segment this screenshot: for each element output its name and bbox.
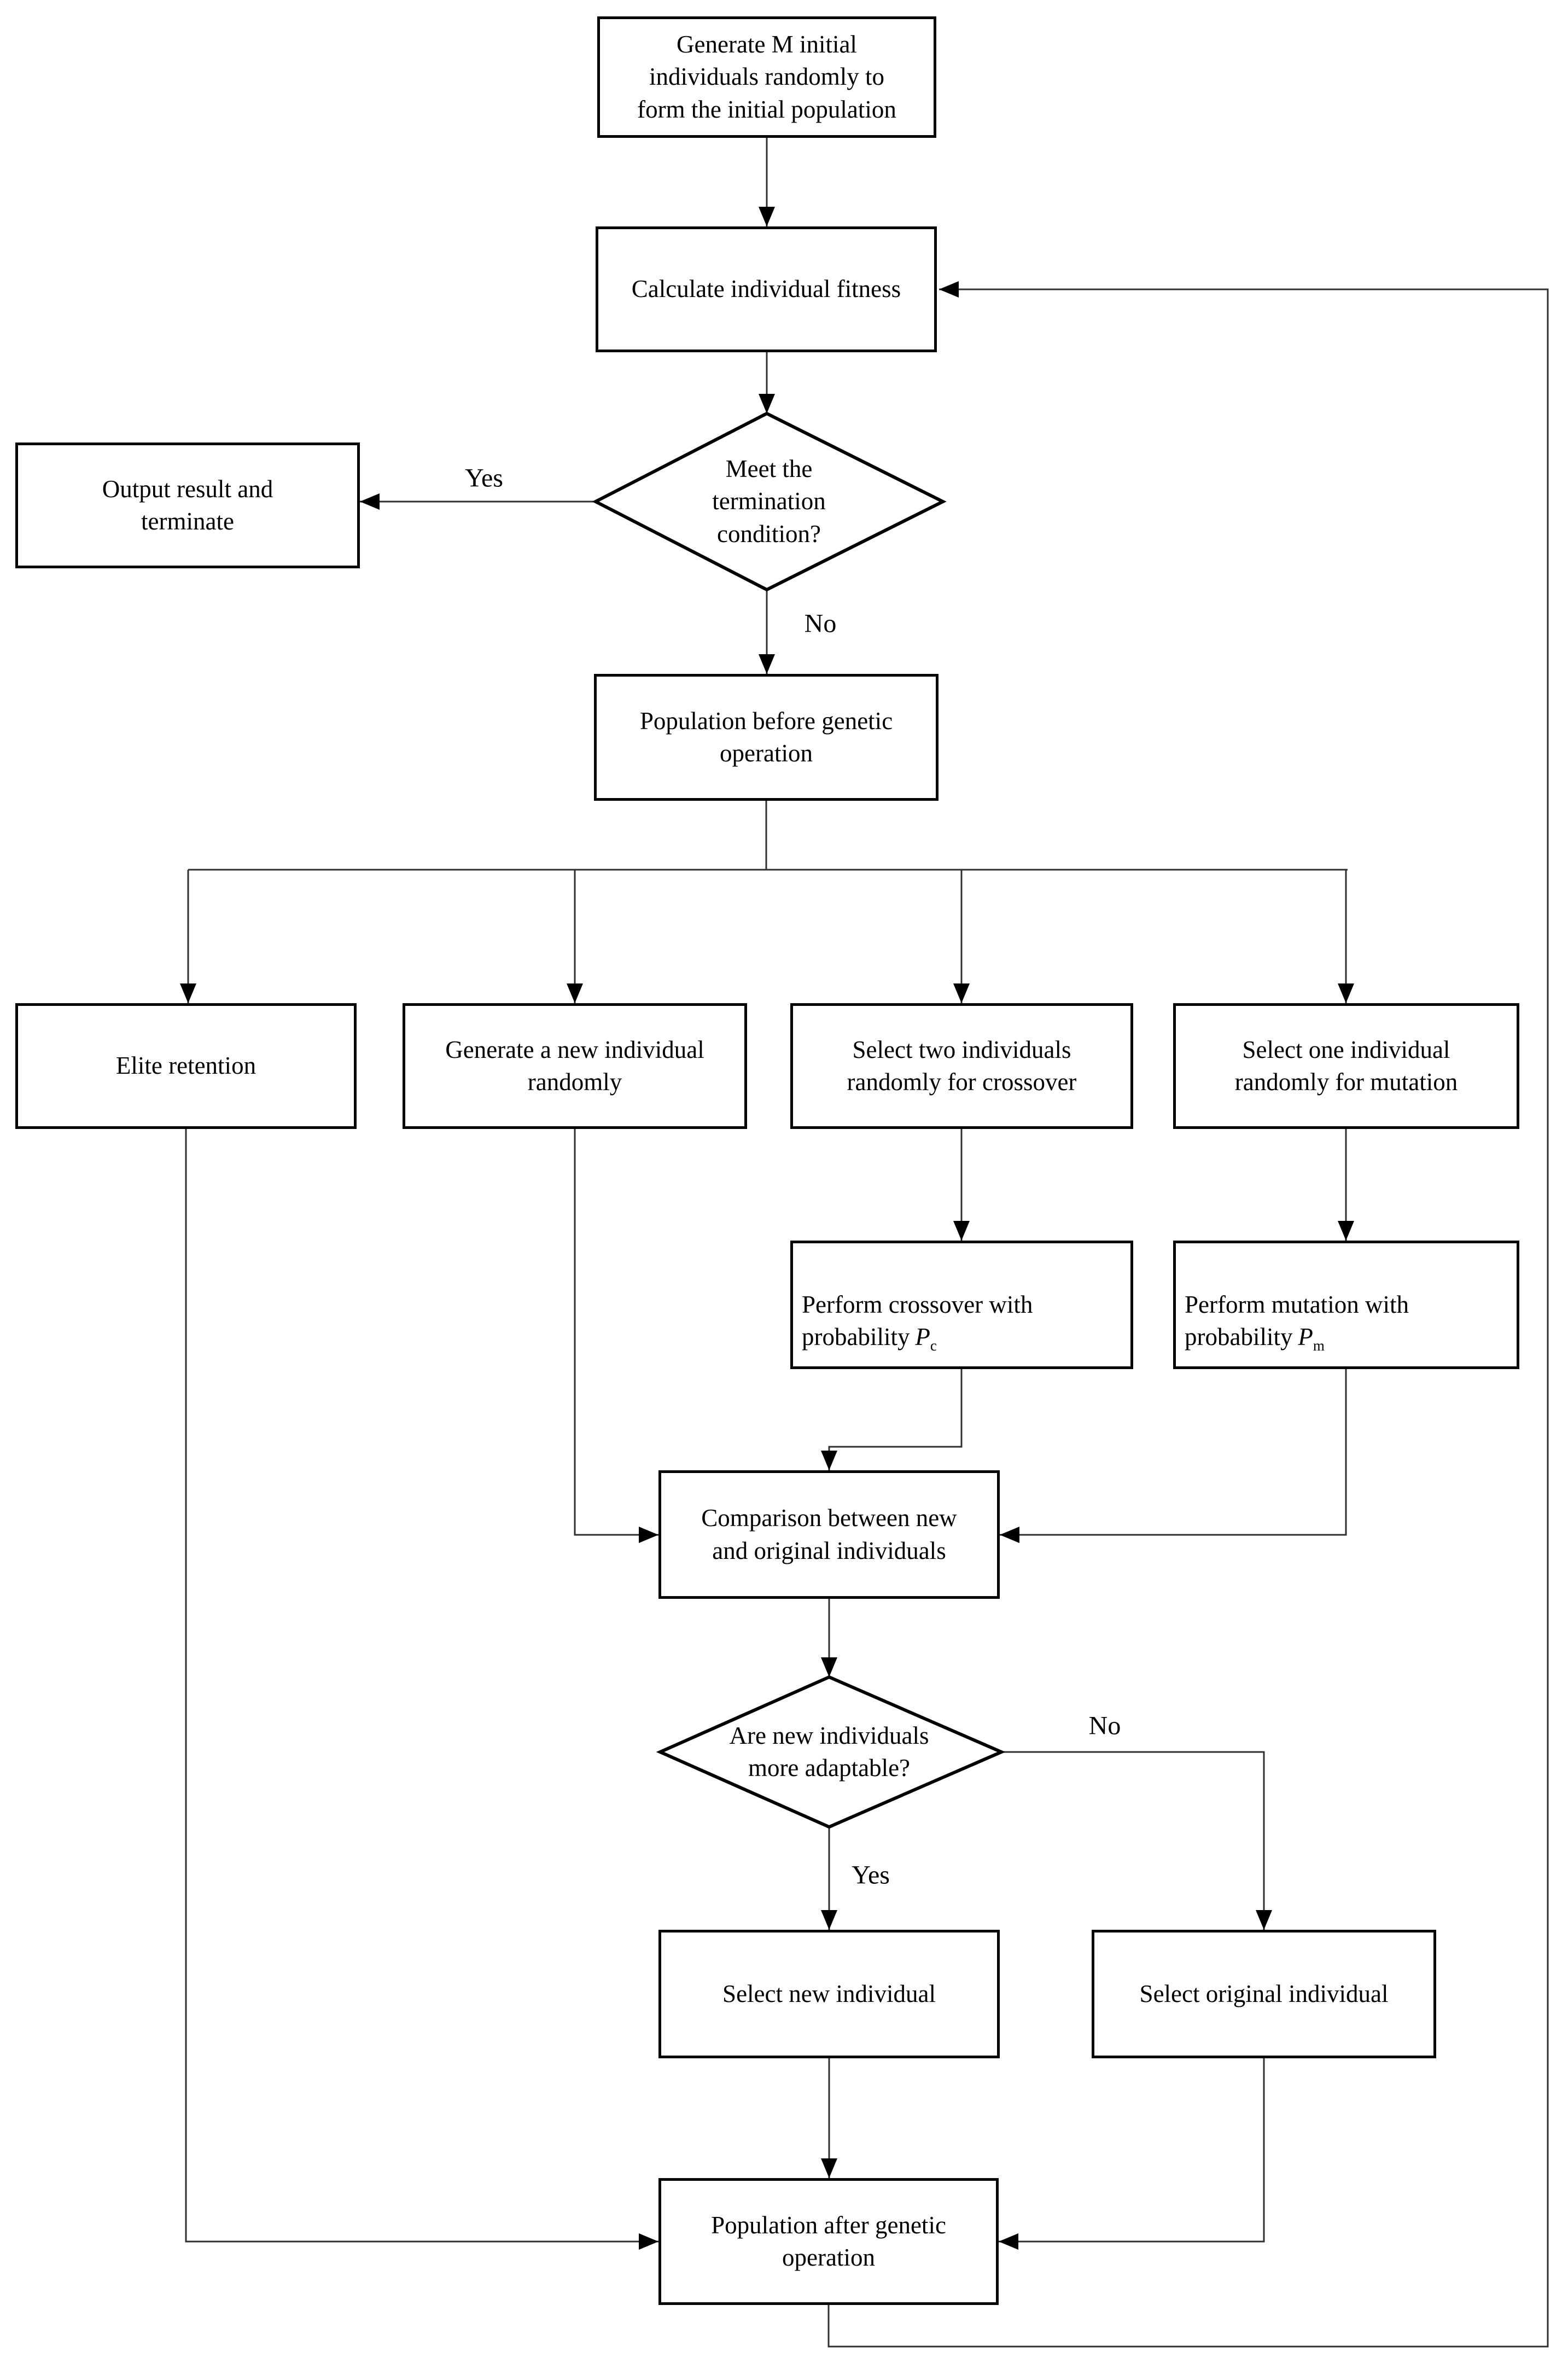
select-new-label: Select new individual — [722, 1980, 936, 2007]
generate-new-label: Generate a new individual randomly — [445, 1035, 704, 1096]
adaptable-decision-label: Are new individuals more adaptable? — [729, 1721, 929, 1782]
calculate-fitness-label: Calculate individual fitness — [631, 275, 901, 303]
adaptable-decision-diamond — [656, 1675, 1006, 1829]
comparison-label: Comparison between new and original indi… — [701, 1504, 957, 1564]
node-select-new: Select new individual — [658, 1930, 1000, 2058]
mutation-probability-subscript: m — [1313, 1337, 1325, 1354]
population-before-label: Population before genetic operation — [639, 707, 893, 767]
edge-select-original-to-population-after — [999, 2058, 1265, 2250]
edge-crossover-to-comparison — [821, 1369, 963, 1470]
node-comparison: Comparison between new and original indi… — [658, 1470, 1000, 1599]
select-one-label: Select one individual randomly for mutat… — [1234, 1035, 1458, 1096]
edge-elite-to-population-after — [185, 1129, 658, 2250]
termination-decision-diamond — [592, 411, 947, 592]
node-generate-new: Generate a new individual randomly — [403, 1003, 747, 1129]
edge-generate-new-to-comparison — [574, 1129, 658, 1543]
adaptable-yes-label: Yes — [852, 1860, 890, 1890]
crossover-probability-symbol: P — [915, 1323, 930, 1351]
edge-loop-to-fitness — [827, 281, 1549, 2348]
select-two-label: Select two individuals randomly for cros… — [847, 1035, 1077, 1096]
generate-initial-label: Generate M initial individuals randomly … — [637, 30, 896, 123]
adaptable-no-label: No — [1088, 1711, 1121, 1740]
select-original-label: Select original individual — [1139, 1980, 1389, 2007]
perform-mutation-text: Perform mutation with probability — [1185, 1290, 1409, 1351]
edge-adaptable-no-to-select-original — [1001, 1751, 1272, 1930]
node-population-before: Population before genetic operation — [594, 674, 939, 801]
node-select-two: Select two individuals randomly for cros… — [790, 1003, 1133, 1129]
node-generate-initial: Generate M initial individuals randomly … — [597, 16, 936, 138]
mutation-probability-symbol: P — [1298, 1323, 1313, 1351]
perform-crossover-text: Perform crossover with probability — [802, 1290, 1033, 1351]
output-terminate-label: Output result and terminate — [102, 475, 273, 535]
node-elite-retention: Elite retention — [15, 1003, 357, 1129]
termination-no-label: No — [804, 609, 837, 638]
node-select-one: Select one individual randomly for mutat… — [1173, 1003, 1519, 1129]
crossover-probability-subscript: c — [930, 1337, 937, 1354]
edge-mutation-to-comparison — [1000, 1369, 1347, 1543]
node-select-original: Select original individual — [1092, 1930, 1436, 2058]
elite-retention-label: Elite retention — [115, 1052, 257, 1080]
termination-yes-label: Yes — [465, 463, 503, 493]
node-calculate-fitness: Calculate individual fitness — [596, 226, 937, 352]
population-after-label: Population after genetic operation — [711, 2211, 946, 2271]
node-population-after: Population after genetic operation — [658, 2178, 999, 2305]
node-output-terminate: Output result and terminate — [15, 443, 360, 568]
termination-decision-label: Meet the termination condition? — [712, 455, 826, 548]
